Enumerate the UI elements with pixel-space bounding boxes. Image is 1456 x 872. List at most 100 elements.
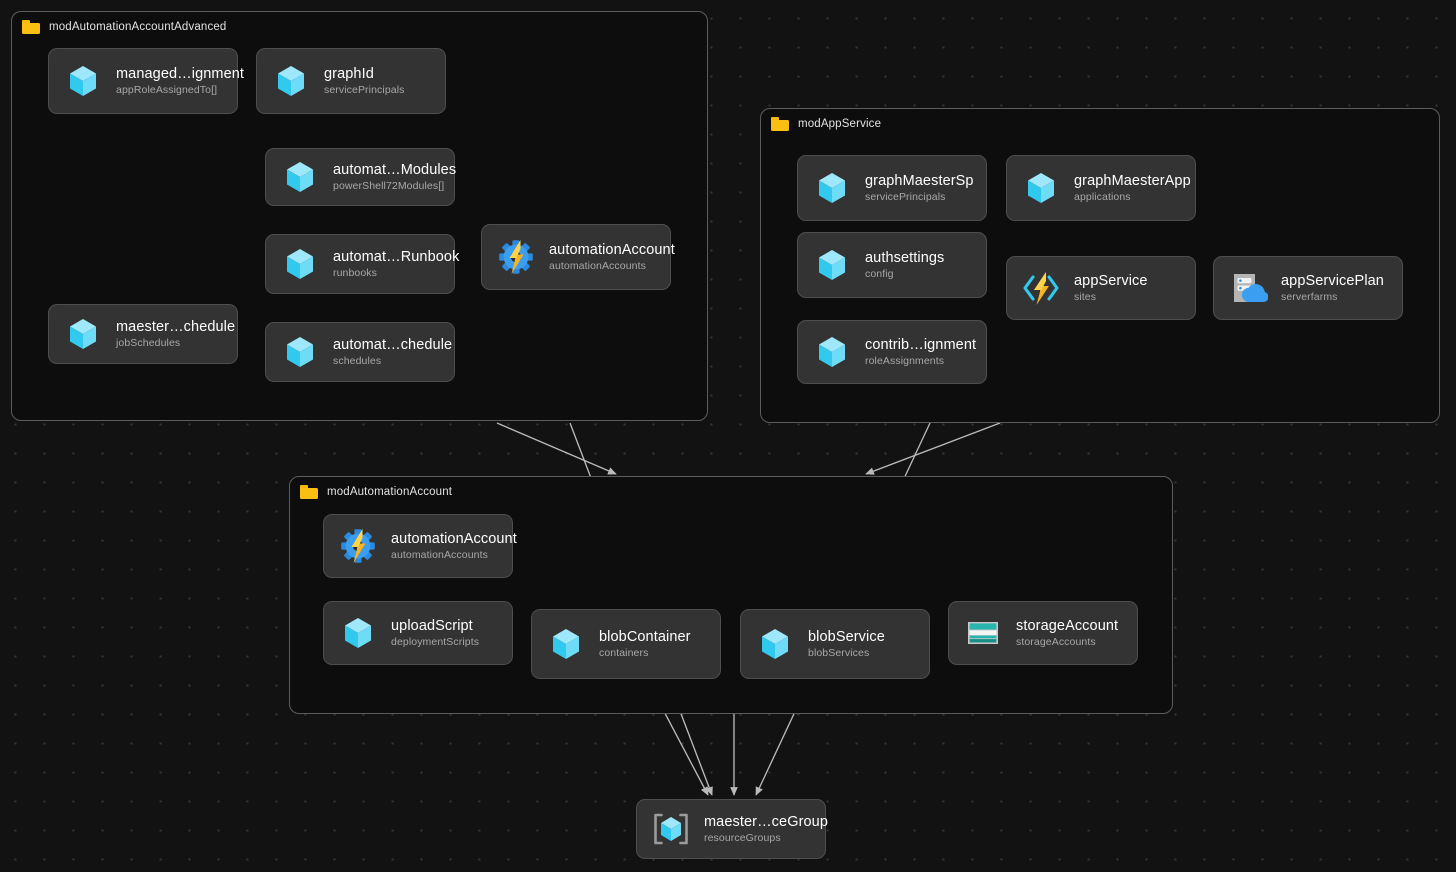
- group-label: modAutomationAccountAdvanced: [49, 21, 227, 33]
- bolt-brackets-icon: [1021, 268, 1061, 308]
- node-storageAccount[interactable]: storageAccount storageAccounts: [948, 601, 1138, 665]
- node-title: graphMaesterSp: [865, 173, 974, 189]
- cube-icon: [1021, 168, 1061, 208]
- node-text: blobContainer containers: [599, 629, 691, 659]
- node-text: appServicePlan serverfarms: [1281, 273, 1384, 303]
- group-header: modAutomationAccount: [300, 485, 452, 499]
- gear-bolt-icon: [338, 526, 378, 566]
- node-managedIdentityRoleAssignment[interactable]: managed…ignment appRoleAssignedTo[]: [48, 48, 245, 114]
- node-blobContainer[interactable]: blobContainer containers: [531, 609, 721, 679]
- node-title: automat…Modules: [333, 162, 457, 178]
- node-subtitle: applications: [1074, 191, 1131, 203]
- node-title: graphMaesterApp: [1074, 173, 1191, 189]
- node-text: maester…ceGroup resourceGroups: [704, 814, 828, 844]
- node-text: automat…Modules powerShell72Modules[]: [333, 162, 457, 192]
- node-appService[interactable]: appService sites: [1006, 256, 1196, 320]
- cube-icon: [546, 624, 586, 664]
- resource-group-icon: [651, 809, 691, 849]
- node-appServicePlan[interactable]: appServicePlan serverfarms: [1213, 256, 1403, 320]
- node-subtitle: deploymentScripts: [391, 636, 480, 648]
- node-subtitle: runbooks: [333, 267, 377, 279]
- group-label: modAppService: [798, 118, 882, 130]
- cube-icon: [755, 624, 795, 664]
- node-text: automationAccount automationAccounts: [549, 242, 675, 272]
- node-subtitle: schedules: [333, 355, 382, 367]
- group-header: modAppService: [771, 117, 881, 131]
- node-uploadScript[interactable]: uploadScript deploymentScripts: [323, 601, 513, 665]
- node-subtitle: blobServices: [808, 647, 870, 659]
- edge-modAutomationAccountAdvanced-to-modAutomationAccount: [496, 422, 617, 475]
- node-graphMaesterApp[interactable]: graphMaesterApp applications: [1006, 155, 1196, 221]
- node-subtitle: jobSchedules: [116, 337, 181, 349]
- node-title: automat…chedule: [333, 337, 453, 353]
- cube-icon: [812, 168, 852, 208]
- node-subtitle: sites: [1074, 291, 1097, 303]
- node-text: graphId servicePrincipals: [324, 66, 404, 96]
- node-graphMaesterSp[interactable]: graphMaesterSp servicePrincipals: [797, 155, 987, 221]
- cube-icon: [63, 61, 103, 101]
- node-text: appService sites: [1074, 273, 1148, 303]
- group-header: modAutomationAccountAdvanced: [22, 20, 226, 34]
- cube-icon: [280, 157, 320, 197]
- node-text: automationAccount automationAccounts: [391, 531, 517, 561]
- node-title: maester…chedule: [116, 319, 236, 335]
- node-title: blobContainer: [599, 629, 691, 645]
- node-title: automat…Runbook: [333, 249, 460, 265]
- node-authsettings[interactable]: authsettings config: [797, 232, 987, 298]
- cube-icon: [812, 245, 852, 285]
- server-cloud-icon: [1228, 268, 1269, 308]
- node-text: automat…Runbook runbooks: [333, 249, 460, 279]
- cube-icon: [280, 244, 320, 284]
- node-subtitle: automationAccounts: [549, 260, 646, 272]
- gear-bolt-icon: [496, 237, 536, 277]
- node-subtitle: config: [865, 268, 894, 280]
- node-title: storageAccount: [1016, 618, 1119, 634]
- node-title: managed…ignment: [116, 66, 245, 82]
- node-automationAccountInner[interactable]: automationAccount automationAccounts: [323, 514, 517, 578]
- cube-icon: [271, 61, 311, 101]
- node-title: graphId: [324, 66, 374, 82]
- node-text: managed…ignment appRoleAssignedTo[]: [116, 66, 245, 96]
- node-text: maester…chedule jobSchedules: [116, 319, 236, 349]
- node-subtitle: storageAccounts: [1016, 636, 1096, 648]
- node-subtitle: resourceGroups: [704, 832, 781, 844]
- node-text: authsettings config: [865, 250, 944, 280]
- node-subtitle: serverfarms: [1281, 291, 1338, 303]
- node-subtitle: appRoleAssignedTo[]: [116, 84, 218, 96]
- node-title: blobService: [808, 629, 885, 645]
- node-maesterResourceGroup[interactable]: maester…ceGroup resourceGroups: [636, 799, 828, 859]
- cube-icon: [812, 332, 852, 372]
- node-text: graphMaesterSp servicePrincipals: [865, 173, 974, 203]
- node-title: authsettings: [865, 250, 945, 266]
- node-text: uploadScript deploymentScripts: [391, 618, 479, 648]
- node-automationSchedule[interactable]: automat…chedule schedules: [265, 322, 455, 382]
- node-subtitle: servicePrincipals: [865, 191, 946, 203]
- cube-icon: [63, 314, 103, 354]
- node-graphId[interactable]: graphId servicePrincipals: [256, 48, 446, 114]
- cube-icon: [338, 613, 378, 653]
- node-automationAccountAdvanced[interactable]: automationAccount automationAccounts: [481, 224, 675, 290]
- node-subtitle: containers: [599, 647, 649, 659]
- storage-icon: [963, 613, 1003, 653]
- node-subtitle: powerShell72Modules[]: [333, 180, 445, 192]
- node-blobService[interactable]: blobService blobServices: [740, 609, 930, 679]
- node-subtitle: roleAssignments: [865, 355, 945, 367]
- node-subtitle: servicePrincipals: [324, 84, 405, 96]
- node-contributorRoleAssignment[interactable]: contrib…ignment roleAssignments: [797, 320, 987, 384]
- node-automationModules[interactable]: automat…Modules powerShell72Modules[]: [265, 148, 457, 206]
- node-text: storageAccount storageAccounts: [1016, 618, 1118, 648]
- node-automationRunbook[interactable]: automat…Runbook runbooks: [265, 234, 460, 294]
- node-text: blobService blobServices: [808, 629, 885, 659]
- group-modAutomationAccount[interactable]: modAutomationAccount: [289, 476, 1173, 714]
- folder-icon: [300, 485, 318, 499]
- node-title: appService: [1074, 273, 1148, 289]
- node-maesterJobSchedule[interactable]: maester…chedule jobSchedules: [48, 304, 238, 364]
- node-title: automationAccount: [391, 531, 517, 547]
- cube-icon: [280, 332, 320, 372]
- node-title: maester…ceGroup: [704, 814, 828, 830]
- node-subtitle: automationAccounts: [391, 549, 488, 561]
- node-text: automat…chedule schedules: [333, 337, 453, 367]
- node-title: uploadScript: [391, 618, 473, 634]
- node-title: contrib…ignment: [865, 337, 977, 353]
